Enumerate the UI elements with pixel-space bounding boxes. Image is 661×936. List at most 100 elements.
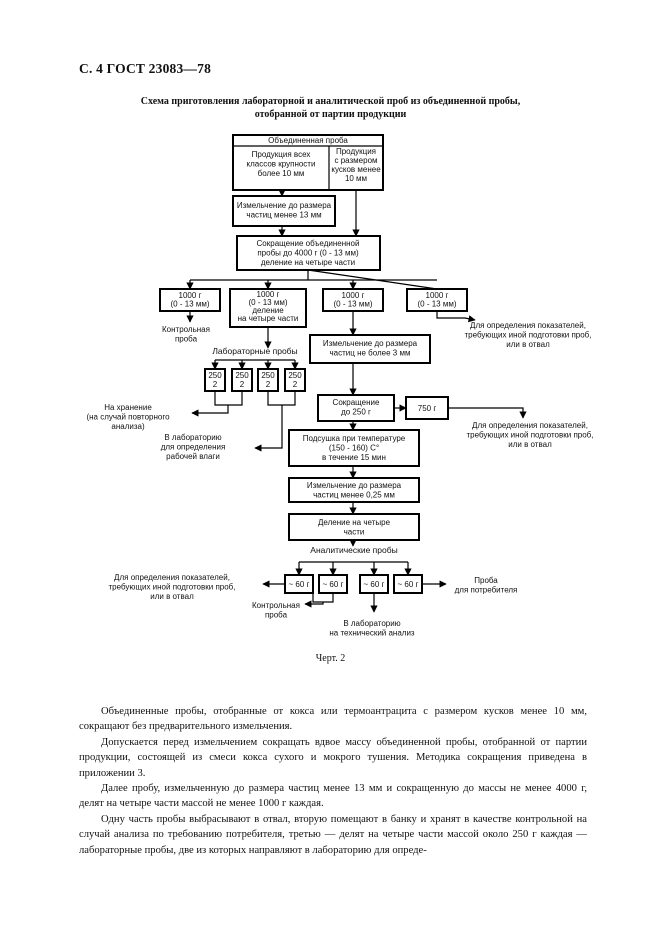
paragraph-3: Далее пробу, измельченную до размера час… xyxy=(79,783,587,810)
box-reduce250 xyxy=(317,394,395,422)
label-crush13-line-1: Измельчение до размера xyxy=(237,201,332,210)
label-lab-box-3-line-2: 2 xyxy=(266,380,271,389)
label-storage-line-2: (на случай повторного xyxy=(86,413,170,422)
label-drying-line-1: Подсушка при температуре xyxy=(303,434,406,443)
label-other-2-line-3: или в отвал xyxy=(508,440,552,449)
box-part-lab xyxy=(229,288,307,328)
label-consumer-line-2: для потребителя xyxy=(455,586,518,595)
paragraph-1: Объединенные пробы, отобранные от кокса … xyxy=(79,706,587,733)
label-moisture-line-3: рабочей влаги xyxy=(166,452,220,461)
label-other-1-line-1: Для определения показателей, xyxy=(470,321,586,330)
box-combined xyxy=(232,134,384,191)
box-anal-3 xyxy=(359,574,389,594)
page-header: С. 4 ГОСТ 23083—78 xyxy=(79,61,212,76)
label-lab-samples: Лабораторные пробы xyxy=(212,346,297,356)
label-lab-box-2-line-1: 250 xyxy=(235,371,249,380)
label-small-size-line-1: Продукция xyxy=(336,147,376,156)
box-reduce4000 xyxy=(236,235,381,271)
label-750: 750 г xyxy=(418,404,437,413)
label-part-other-line-2: (0 - 13 мм) xyxy=(417,300,456,309)
label-other-3-line-2: требующих иной подготовки проб, xyxy=(109,583,236,592)
connector xyxy=(267,391,296,406)
connector xyxy=(312,593,334,603)
label-storage-line-3: анализа) xyxy=(111,422,145,431)
box-part-control xyxy=(159,288,221,312)
label-crush3-line-2: частиц не более 3 мм xyxy=(330,349,411,358)
label-lab-box-4-line-1: 250 xyxy=(288,371,302,380)
label-part-control-line-1: 1000 г xyxy=(179,291,202,300)
label-control-sample-line-1: Контрольная xyxy=(162,325,210,334)
label-consumer-line-1: Проба xyxy=(474,576,498,585)
label-control-sample-line-2: проба xyxy=(175,335,198,344)
label-lab-box-1-line-1: 250 xyxy=(208,371,222,380)
label-divide4-line-1: Деление на четыре xyxy=(318,518,391,527)
box-lab-2 xyxy=(231,368,253,392)
label-part-crush-line-1: 1000 г xyxy=(342,291,365,300)
figure-label: Черт. 2 xyxy=(315,653,346,664)
label-techlab-line-1: В лабораторию xyxy=(343,619,400,628)
label-other-3-line-1: Для определения показателей, xyxy=(114,573,230,582)
label-moisture-line-1: В лабораторию xyxy=(164,433,221,442)
label-part-other-line-1: 1000 г xyxy=(426,291,449,300)
box-part-other xyxy=(406,288,468,312)
connector xyxy=(191,405,229,417)
label-part-lab-line-1: 1000 г xyxy=(257,290,280,299)
label-drying-line-2: (150 - 160) С° xyxy=(329,444,379,453)
label-techlab-line-2: на технический анализ xyxy=(329,629,415,638)
box-anal-2 xyxy=(318,574,348,594)
label-part-lab-line-3: деление xyxy=(252,306,284,315)
label-analytical: Аналитические пробы xyxy=(310,545,397,555)
label-reduce4000-line-1: Сокращение объединенной xyxy=(257,239,360,248)
label-storage-line-1: На хранение xyxy=(104,403,152,412)
label-part-control-line-2: (0 - 13 мм) xyxy=(170,300,209,309)
label-moisture-line-2: для определения xyxy=(161,443,226,452)
label-other-3-line-3: или в отвал xyxy=(150,592,194,601)
label-control-2-line-2: проба xyxy=(265,611,288,620)
scheme-caption-line-2: отобранной от партии продукции xyxy=(254,109,407,120)
box-crush3 xyxy=(309,334,431,364)
label-other-1-line-3: или в отвал xyxy=(506,340,550,349)
label-all-classes-line-1: Продукция всех xyxy=(252,150,311,159)
label-small-size-line-3: кусков менее xyxy=(331,165,381,174)
box-lab-4 xyxy=(284,368,306,392)
label-reduce4000-line-2: пробы до 4000 г (0 - 13 мм) xyxy=(257,249,359,258)
label-anal-box-2: ~ 60 г xyxy=(323,580,344,589)
box-750 xyxy=(405,396,449,420)
box-crush025 xyxy=(288,477,420,503)
label-control-2-line-1: Контрольная xyxy=(252,601,300,610)
label-all-classes-line-2: классов крупности xyxy=(247,160,316,169)
label-small-size-line-4: 10 мм xyxy=(345,174,367,183)
label-crush13-line-2: частиц менее 13 мм xyxy=(246,211,321,220)
label-part-lab-line-4: на четыре части xyxy=(238,314,299,323)
label-other-2-line-2: требующих иной подготовки проб, xyxy=(467,431,594,440)
connector xyxy=(436,311,476,323)
scheme-caption-line-1: Схема приготовления лабораторной и анали… xyxy=(140,96,521,107)
label-anal-box-4: ~ 60 г xyxy=(398,580,419,589)
label-anal-box-3: ~ 60 г xyxy=(364,580,385,589)
label-crush3-line-1: Измельчение до размера xyxy=(323,339,418,348)
label-lab-box-4-line-2: 2 xyxy=(293,380,298,389)
label-other-2-line-1: Для определения показателей, xyxy=(472,421,588,430)
label-lab-box-3-line-1: 250 xyxy=(261,371,275,380)
connector xyxy=(304,600,324,608)
connector xyxy=(254,405,283,452)
box-anal-4 xyxy=(393,574,423,594)
paragraph-4: Одну часть пробы выбрасывают в отвал, вт… xyxy=(79,814,587,856)
box-divide4 xyxy=(288,513,420,541)
label-lab-box-1-line-2: 2 xyxy=(213,380,218,389)
connector xyxy=(448,407,527,419)
label-anal-box-1: ~ 60 г xyxy=(289,580,310,589)
label-other-1-line-2: требующих иной подготовки проб, xyxy=(465,331,592,340)
box-lab-1 xyxy=(204,368,226,392)
label-crush025-line-1: Измельчение до размера xyxy=(307,481,402,490)
label-part-lab-line-2: (0 - 13 мм) xyxy=(248,298,287,307)
label-divide4-line-2: части xyxy=(344,528,365,537)
paragraph-2: Допускается перед измельчением сокращать… xyxy=(79,737,587,779)
label-combined: Объединенная проба xyxy=(268,136,348,145)
label-reduce4000-line-3: деление на четыре части xyxy=(261,258,355,267)
box-lab-3 xyxy=(257,368,279,392)
label-lab-box-2-line-2: 2 xyxy=(240,380,245,389)
label-reduce250-line-1: Сокращение xyxy=(333,398,380,407)
label-crush025-line-2: частиц менее 0,25 мм xyxy=(313,491,395,500)
